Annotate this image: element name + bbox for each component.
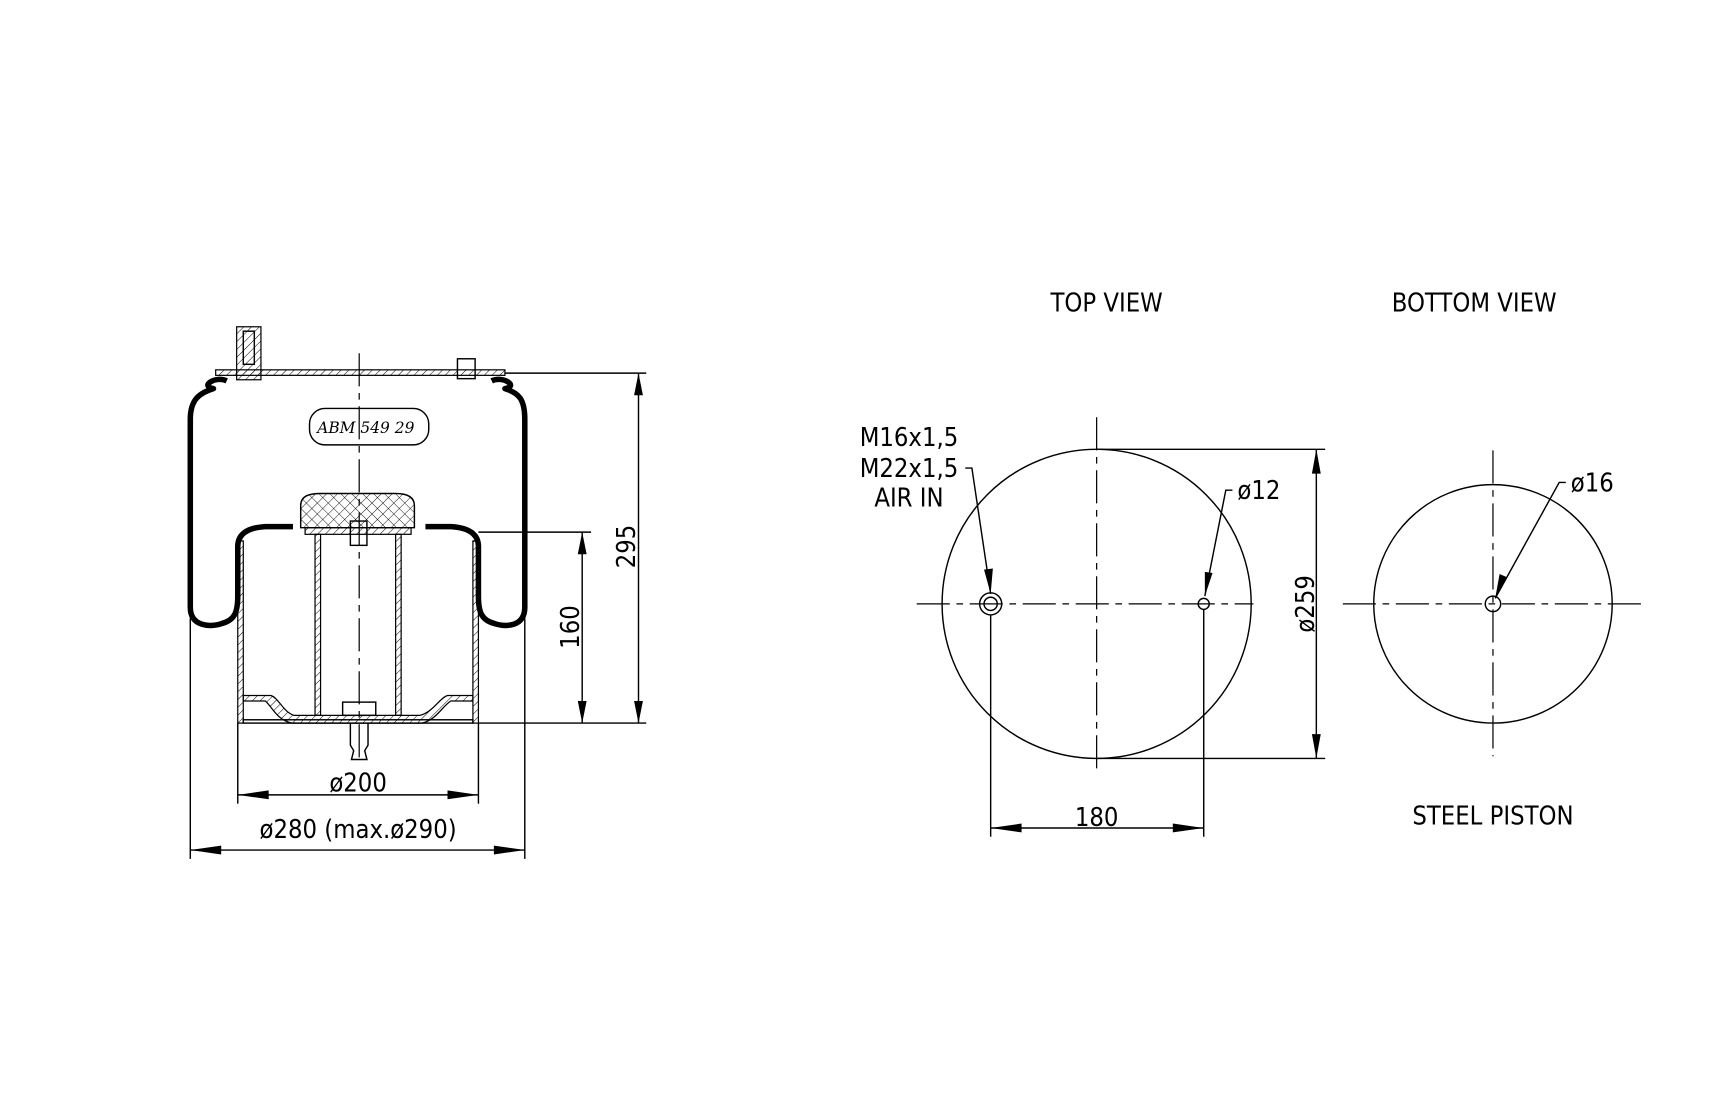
top-view: TOP VIEW M16x1,5 M22x1,5 AIR IN ø12 ø259…: [860, 287, 1326, 837]
air-in-text: AIR IN: [874, 483, 943, 513]
top-view-title: TOP VIEW: [1049, 287, 1162, 317]
piston-base: [242, 694, 474, 724]
bottom-view-title: BOTTOM VIEW: [1392, 287, 1557, 317]
dim-180-text: 180: [1075, 802, 1119, 832]
leader-arrow: [984, 568, 993, 594]
bump-stop: [299, 492, 416, 529]
steel-piston-caption: STEEL PISTON: [1412, 801, 1573, 831]
bottom-view: BOTTOM VIEW ø16 STEEL PISTON: [1342, 287, 1646, 831]
hole-12-text: ø12: [1237, 475, 1280, 505]
part-label-oval: [308, 407, 430, 446]
hole-16-text: ø16: [1571, 467, 1614, 497]
fitting-bore: [242, 330, 256, 366]
thread-1-text: M16x1,5: [860, 422, 959, 452]
bump-stop-bolt: [349, 520, 368, 547]
dim-295-text: 295: [611, 525, 641, 569]
leader-arrow: [1204, 571, 1213, 597]
piston-bottom: [242, 719, 474, 724]
piston-bolt-head: [341, 701, 377, 717]
air-fitting: [236, 326, 262, 381]
air-inlet-hole-inner: [983, 596, 999, 612]
dim-arrows: [577, 532, 587, 724]
tube-left: [314, 533, 322, 716]
piston-wall-left: [237, 540, 244, 724]
dim-280-text: ø280 (max.ø290): [260, 814, 457, 844]
leader-arrow: [1495, 574, 1508, 599]
part-label: ABM 549 29: [315, 419, 414, 437]
piston-wall-right: [472, 540, 480, 724]
side-view: ABM 549 29 295 160 ø200: [187, 326, 647, 859]
piston-stud: [349, 723, 369, 761]
hole-16-leader: [1494, 481, 1566, 599]
thread-2-text: M22x1,5: [860, 453, 959, 483]
dim-200-text: ø200: [329, 768, 387, 798]
piston-hole: [1484, 595, 1502, 613]
air-in-leader: [965, 467, 992, 595]
mounting-stud: [456, 358, 476, 380]
hole-12-leader: [1204, 489, 1233, 597]
dim-160-text: 160: [555, 605, 585, 649]
tube-right: [395, 533, 402, 716]
bump-stop-plate: [304, 527, 412, 535]
dim-259-text: ø259: [1290, 575, 1320, 633]
